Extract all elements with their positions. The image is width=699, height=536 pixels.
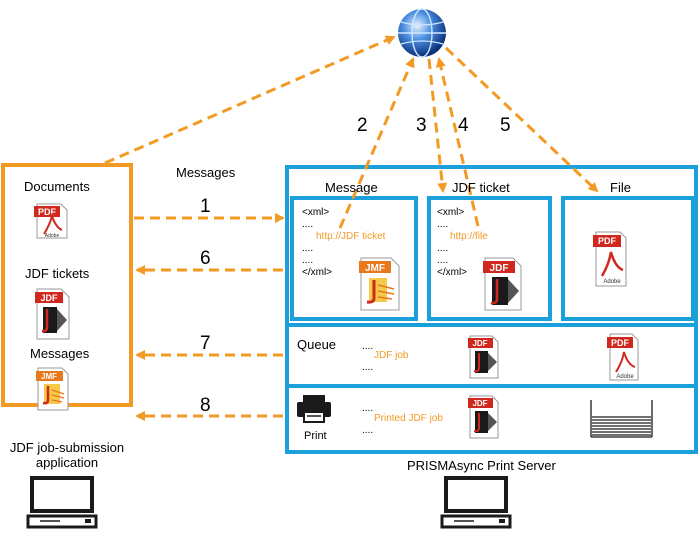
message-box-title: Message	[325, 180, 378, 195]
messages-section-label: Messages	[30, 346, 90, 361]
queue-label: Queue	[297, 337, 337, 352]
svg-text:PDF: PDF	[598, 236, 617, 246]
svg-text:JDF: JDF	[472, 399, 487, 408]
jdf-document-icon: JDF	[483, 257, 522, 311]
arrow-client-to-internet	[104, 35, 396, 165]
globe-icon	[398, 8, 446, 58]
computer-icon	[440, 476, 512, 529]
messages-flow-label: Messages	[176, 165, 236, 180]
step-1-label: 1	[200, 196, 211, 217]
print-label: Print	[304, 430, 327, 442]
jmf-document-icon: JMF	[36, 367, 69, 411]
jmf-document-icon: JMF	[359, 257, 400, 311]
documents-label: Documents	[24, 179, 90, 194]
server-box	[285, 165, 698, 454]
pdf-document-icon: PDF Adobe	[593, 231, 627, 287]
svg-text:JDF: JDF	[490, 263, 509, 274]
step-4-label: 4	[458, 115, 469, 136]
svg-text:PDF: PDF	[38, 207, 57, 217]
queue-dots-bottom: ....	[362, 362, 374, 373]
svg-text:Adobe: Adobe	[616, 374, 634, 380]
jdf-tickets-label: JDF tickets	[25, 266, 90, 281]
svg-text:Adobe: Adobe	[45, 233, 60, 239]
svg-text:PDF: PDF	[611, 338, 630, 348]
step-6-label: 6	[200, 248, 211, 269]
computer-icon	[26, 476, 98, 529]
jdf-ticket-box-title: JDF ticket	[452, 180, 510, 195]
svg-text:Adobe: Adobe	[603, 279, 621, 285]
queue-dots-top: ....	[362, 341, 374, 352]
jdf-ticket-box	[427, 196, 552, 321]
file-box-title: File	[610, 180, 631, 195]
print-dots-top: ....	[362, 403, 374, 414]
server-caption: PRISMAsync Print Server	[407, 458, 556, 473]
step-2-label: 2	[357, 115, 368, 136]
arrow-3	[427, 58, 448, 193]
arrow-2	[338, 57, 415, 229]
jdf-ticket-xml-code: <xml> .... .... .... </xml>	[437, 207, 468, 278]
arrow-5	[444, 46, 599, 193]
jdf-document-icon: JDF	[35, 288, 70, 340]
step-3-label: 3	[416, 115, 427, 136]
printed-job-label: Printed JDF job	[374, 413, 443, 424]
arrow-4	[435, 57, 480, 227]
step-5-label: 5	[500, 115, 511, 136]
file-box	[561, 196, 695, 321]
step-7-label: 7	[200, 333, 211, 354]
jdf-document-icon: JDF	[468, 335, 499, 379]
svg-text:JDF: JDF	[40, 293, 58, 303]
pdf-document-icon: PDF Adobe	[34, 203, 68, 239]
jdf-ticket-file-link: http://file	[450, 231, 488, 242]
paper-stack-icon	[590, 400, 653, 438]
step-8-label: 8	[200, 395, 211, 416]
client-caption: JDF job-submission application	[9, 440, 125, 470]
pdf-document-icon: PDF Adobe	[607, 333, 639, 381]
queue-job-label: JDF job	[374, 350, 409, 361]
svg-text:JMF: JMF	[41, 372, 57, 381]
jdf-document-icon: JDF	[468, 395, 499, 439]
message-xml-code: <xml> .... .... .... </xml>	[302, 207, 333, 278]
svg-text:JDF: JDF	[472, 339, 487, 348]
client-app-box	[1, 163, 133, 407]
print-dots-bottom: ....	[362, 425, 374, 436]
svg-text:JMF: JMF	[365, 263, 385, 274]
message-jdf-link: http://JDF ticket	[316, 231, 386, 242]
printer-icon	[297, 395, 331, 423]
